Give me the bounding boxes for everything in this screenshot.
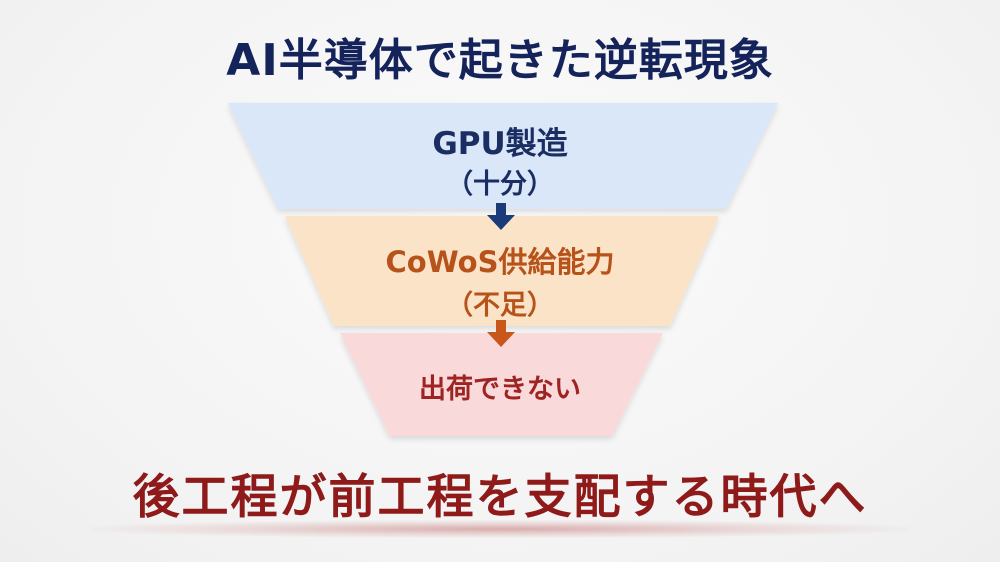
funnel-tier-bottom (340, 333, 663, 436)
slide-title: AI半導体で起きた逆転現象 (226, 35, 774, 86)
tier-bottom-label: 出荷できない (419, 374, 581, 405)
tier-middle-label: CoWoS供給能力 (385, 245, 615, 279)
tier-top-status: （十分） (446, 169, 554, 200)
funnel-tier-middle (285, 216, 719, 326)
funnel-tier-top (228, 103, 778, 209)
tier-middle-status: （不足） (446, 290, 554, 321)
tier-top-label: GPU製造 (432, 126, 568, 162)
footer-tagline: 後工程が前工程を支配する時代へ (132, 470, 868, 525)
down-arrow-icon-2 (487, 320, 515, 347)
down-arrow-icon-1 (487, 203, 515, 230)
footer-underline-glow (90, 520, 910, 538)
